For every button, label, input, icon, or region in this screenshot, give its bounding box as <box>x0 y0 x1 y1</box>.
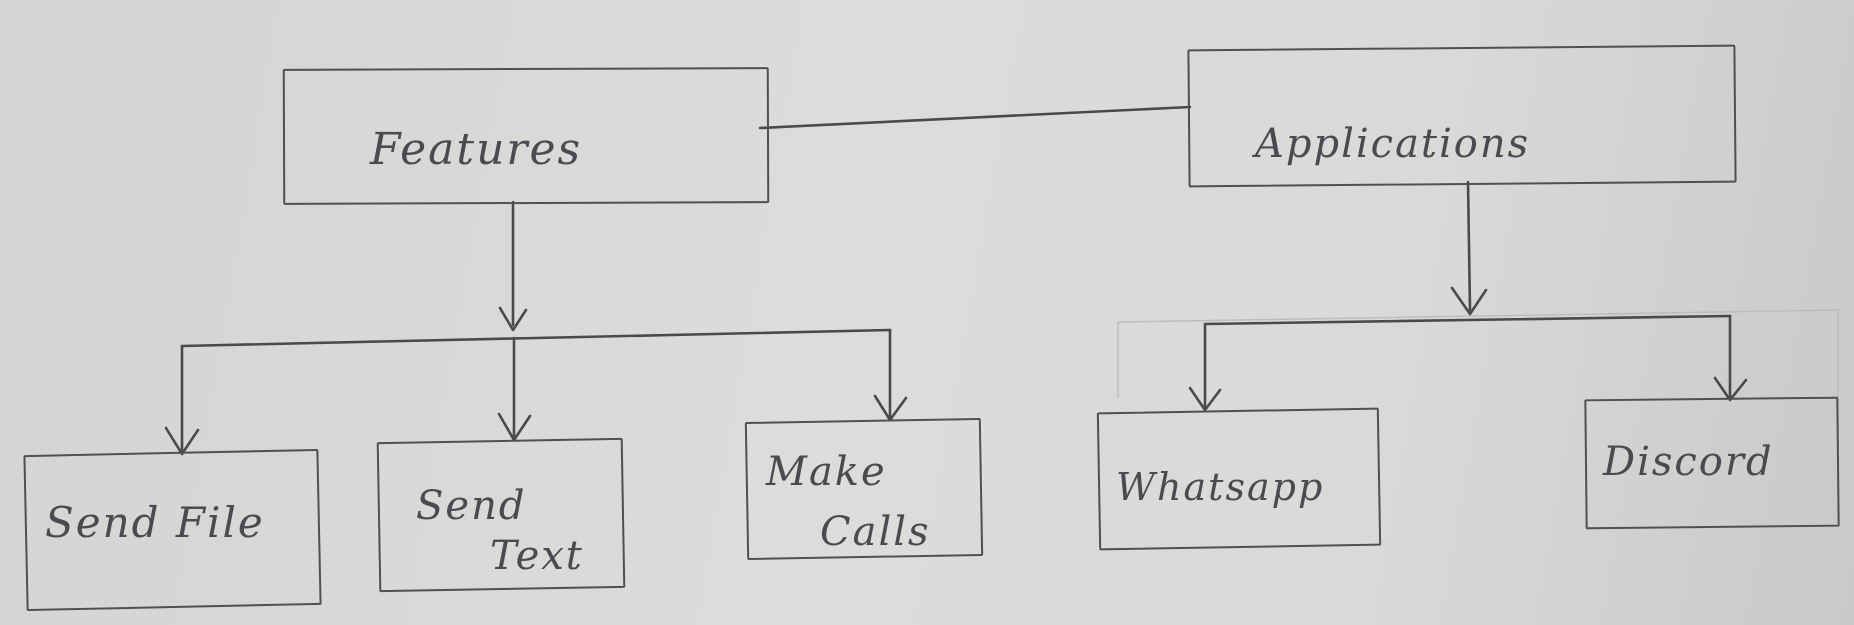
edge-applications-branch-bar <box>1203 314 1732 326</box>
arrowhead-applications-trunk <box>1450 286 1488 316</box>
discord-label: Discord <box>1603 439 1774 485</box>
arrowhead-send-text <box>497 412 532 442</box>
edge-features-branch-bar <box>180 328 892 348</box>
send-text-label-line2: Text <box>490 533 584 579</box>
faint-guide-line <box>1117 309 1839 438</box>
edge-applications-trunk <box>1466 180 1472 312</box>
make-calls-label-line1: Make <box>766 449 887 495</box>
edge-features-applications <box>758 105 1192 130</box>
whatsapp-label: Whatsapp <box>1116 465 1325 509</box>
applications-label: Applications <box>1255 121 1531 167</box>
arrowhead-discord <box>1713 376 1748 402</box>
arrowhead-features-trunk <box>498 306 528 332</box>
arrowhead-send-file <box>164 426 200 456</box>
send-text-label-line1: Send <box>416 483 527 529</box>
arrowhead-whatsapp <box>1188 386 1222 412</box>
send-file-label: Send File <box>45 498 265 547</box>
arrowhead-make-calls <box>873 394 908 422</box>
features-label: Features <box>370 124 583 175</box>
make-calls-label-line2: Calls <box>820 509 931 555</box>
